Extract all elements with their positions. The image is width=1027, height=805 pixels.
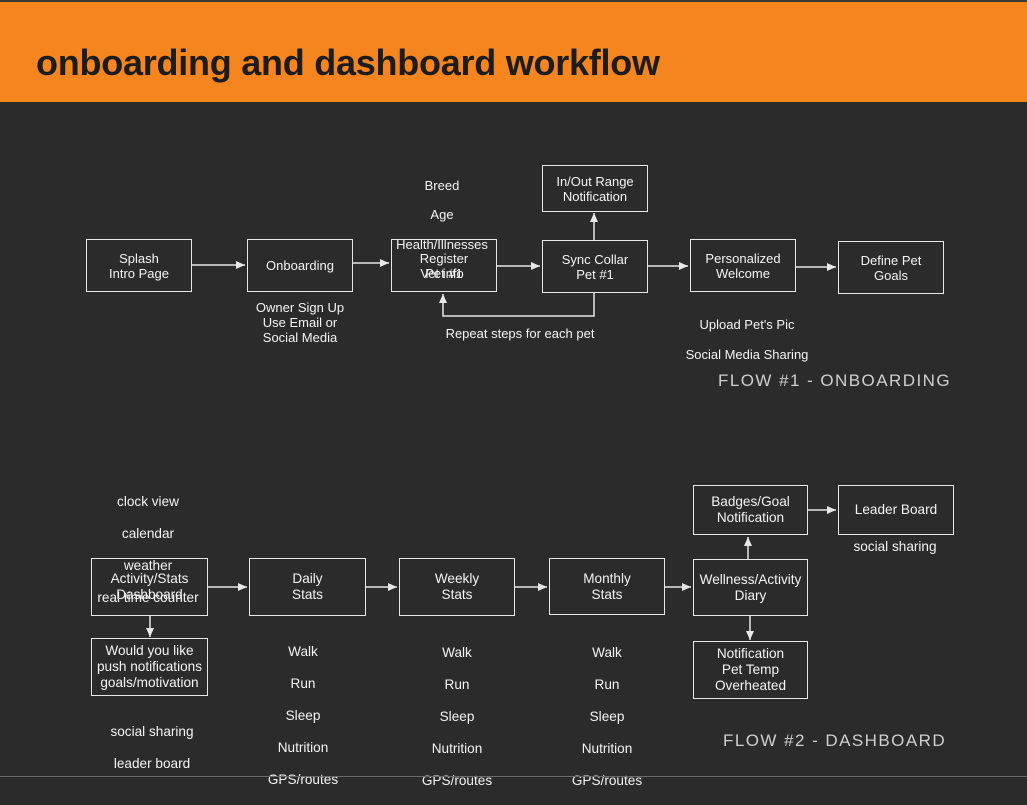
step-daily-stats: Daily Stats [249, 558, 366, 616]
step-badges-notification: Badges/Goal Notification [693, 485, 808, 535]
step-splash: Splash Intro Page [86, 239, 192, 292]
header-bar: onboarding and dashboard workflow [0, 2, 1027, 102]
push-notes: social sharing leader board [72, 708, 232, 788]
pet-detail-item: Breed [424, 177, 460, 193]
metric-item: Walk [592, 645, 622, 660]
step-label: Personalized Welcome [705, 250, 781, 281]
welcome-notes: Upload Pet's Pic Social Media Sharing [667, 302, 827, 377]
metric-item: Nutrition [581, 741, 633, 756]
pet-detail-item: Vet info [420, 265, 464, 281]
step-personalized-welcome: Personalized Welcome [690, 239, 796, 292]
pet-detail-item: Health/Illnesses [396, 236, 488, 252]
step-label: Would you like push notifications goals/… [96, 643, 203, 690]
step-label: Weekly Stats [434, 571, 480, 602]
signup-note: Owner Sign Up Use Email or Social Media [255, 300, 345, 345]
welcome-note-item: Social Media Sharing [685, 347, 809, 362]
step-leader-board: Leader Board [838, 485, 954, 535]
dashboard-view-item: weather [123, 558, 173, 573]
onboarding-connectors [192, 213, 836, 317]
step-activity-dashboard: Activity/Stats Dashboard [91, 558, 208, 616]
onboarding-flow: Breed Age Health/Illnesses Vet info In/O… [86, 164, 952, 390]
daily-metrics-list: Walk Run Sleep Nutrition GPS/routes [243, 628, 363, 804]
top-edge [0, 0, 1027, 2]
metric-item: Walk [442, 645, 472, 660]
flow1-label: FLOW #1 - ONBOARDING [718, 371, 952, 390]
metric-item: Run [290, 676, 316, 691]
page-title: onboarding and dashboard workflow [36, 42, 660, 83]
weekly-metrics-list: Walk Run Sleep Nutrition GPS/routes [397, 629, 517, 805]
dashboard-view-item: real time counter [97, 590, 199, 605]
step-label: Daily Stats [292, 571, 323, 602]
step-register-pet: Register Pet #1 [391, 239, 497, 292]
step-label: Onboarding [266, 258, 334, 273]
push-note-item: leader board [113, 756, 191, 771]
repeat-note: Repeat steps for each pet [445, 326, 595, 341]
step-label: Wellness/Activity Diary [699, 571, 802, 603]
step-weekly-stats: Weekly Stats [399, 558, 515, 616]
dashboard-connectors [146, 506, 836, 640]
metric-item: Walk [288, 644, 318, 659]
dashboard-views-list: clock view calendar weather real time co… [68, 478, 228, 622]
push-note-item: social sharing [110, 724, 194, 739]
repeat-loop-arrow [439, 293, 595, 317]
monthly-metrics-list: Walk Run Sleep Nutrition GPS/routes [547, 629, 667, 805]
bottom-edge [0, 776, 1027, 777]
pet-details-list: Breed Age Health/Illnesses Vet info [362, 164, 522, 296]
step-label: Register Pet #1 [419, 250, 469, 281]
welcome-note-item: Upload Pet's Pic [699, 317, 795, 332]
pet-detail-item: Age [430, 207, 454, 223]
leader-board-note: social sharing [853, 539, 937, 554]
step-sync-collar: Sync Collar Pet #1 [542, 240, 648, 293]
flow2-label: FLOW #2 - DASHBOARD [723, 731, 947, 750]
metric-item: Sleep [589, 709, 625, 724]
step-label: Monthly Stats [583, 570, 631, 602]
dashboard-flow: clock view calendar weather real time co… [68, 478, 954, 788]
metric-item: Sleep [285, 708, 321, 723]
dashboard-view-item: clock view [117, 494, 179, 509]
step-label: Leader Board [854, 502, 938, 517]
step-monthly-stats: Monthly Stats [549, 558, 665, 615]
step-define-goals: Define Pet Goals [838, 241, 944, 294]
metric-item: Run [594, 677, 620, 692]
step-label: Splash Intro Page [109, 250, 169, 281]
step-label: Badges/Goal Notification [711, 494, 790, 525]
step-label: Define Pet Goals [860, 252, 922, 283]
step-onboarding: Onboarding [247, 239, 353, 292]
step-label: In/Out Range Notification [556, 173, 634, 204]
dashboard-view-item: calendar [121, 526, 175, 541]
step-range-notification: In/Out Range Notification [542, 165, 648, 212]
metric-item: GPS/routes [267, 772, 339, 787]
step-wellness-diary: Wellness/Activity Diary [693, 559, 808, 616]
metric-item: Sleep [439, 709, 475, 724]
step-label: Activity/Stats Dashboard [110, 571, 189, 602]
metric-item: Run [444, 677, 470, 692]
metric-item: Nutrition [431, 741, 483, 756]
step-label: Sync Collar Pet #1 [561, 251, 629, 282]
step-temp-alert: Notification Pet Temp Overheated [693, 641, 808, 699]
step-label: Notification Pet Temp Overheated [714, 646, 787, 693]
step-push-prompt: Would you like push notifications goals/… [91, 638, 208, 696]
metric-item: Nutrition [277, 740, 329, 755]
